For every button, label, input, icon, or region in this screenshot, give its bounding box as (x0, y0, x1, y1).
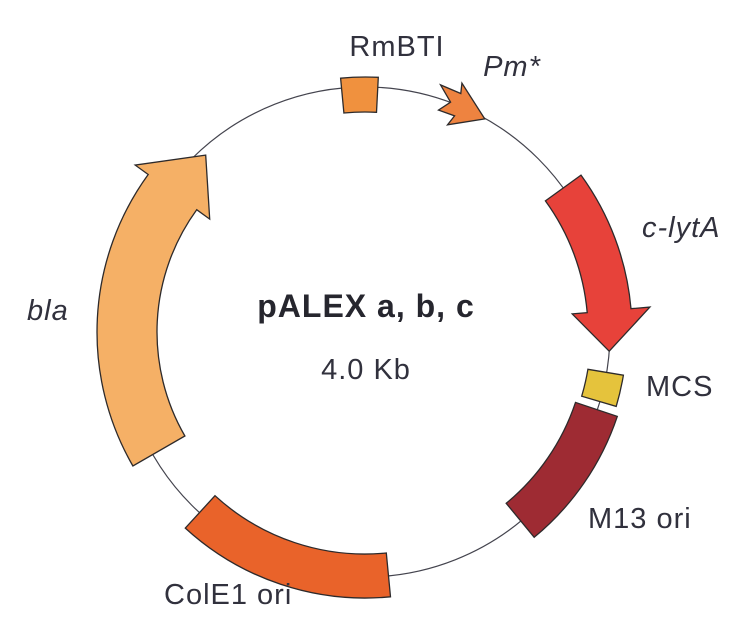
rmbti-feature (339, 76, 379, 114)
label-m13-ori: M13 ori (588, 503, 692, 535)
m13-ori-feature (505, 401, 619, 539)
label-mcs: MCS (646, 371, 713, 403)
label-bla: bla (27, 295, 69, 327)
label-cole1-ori: ColE1 ori (164, 579, 292, 611)
c-lyta-feature (544, 174, 652, 353)
pm-feature (437, 81, 486, 126)
bla-feature (96, 154, 211, 467)
label-c-lyta: c-lytA (642, 212, 721, 244)
cole1-ori-feature (184, 494, 392, 599)
label-rmbti: RmBTI (349, 31, 444, 63)
plasmid-title: pALEX a, b, c (257, 288, 474, 324)
label-pm: Pm* (483, 51, 542, 83)
mcs-feature (580, 368, 625, 408)
features-group (96, 76, 652, 599)
plasmid-size-label: 4.0 Kb (321, 354, 411, 386)
